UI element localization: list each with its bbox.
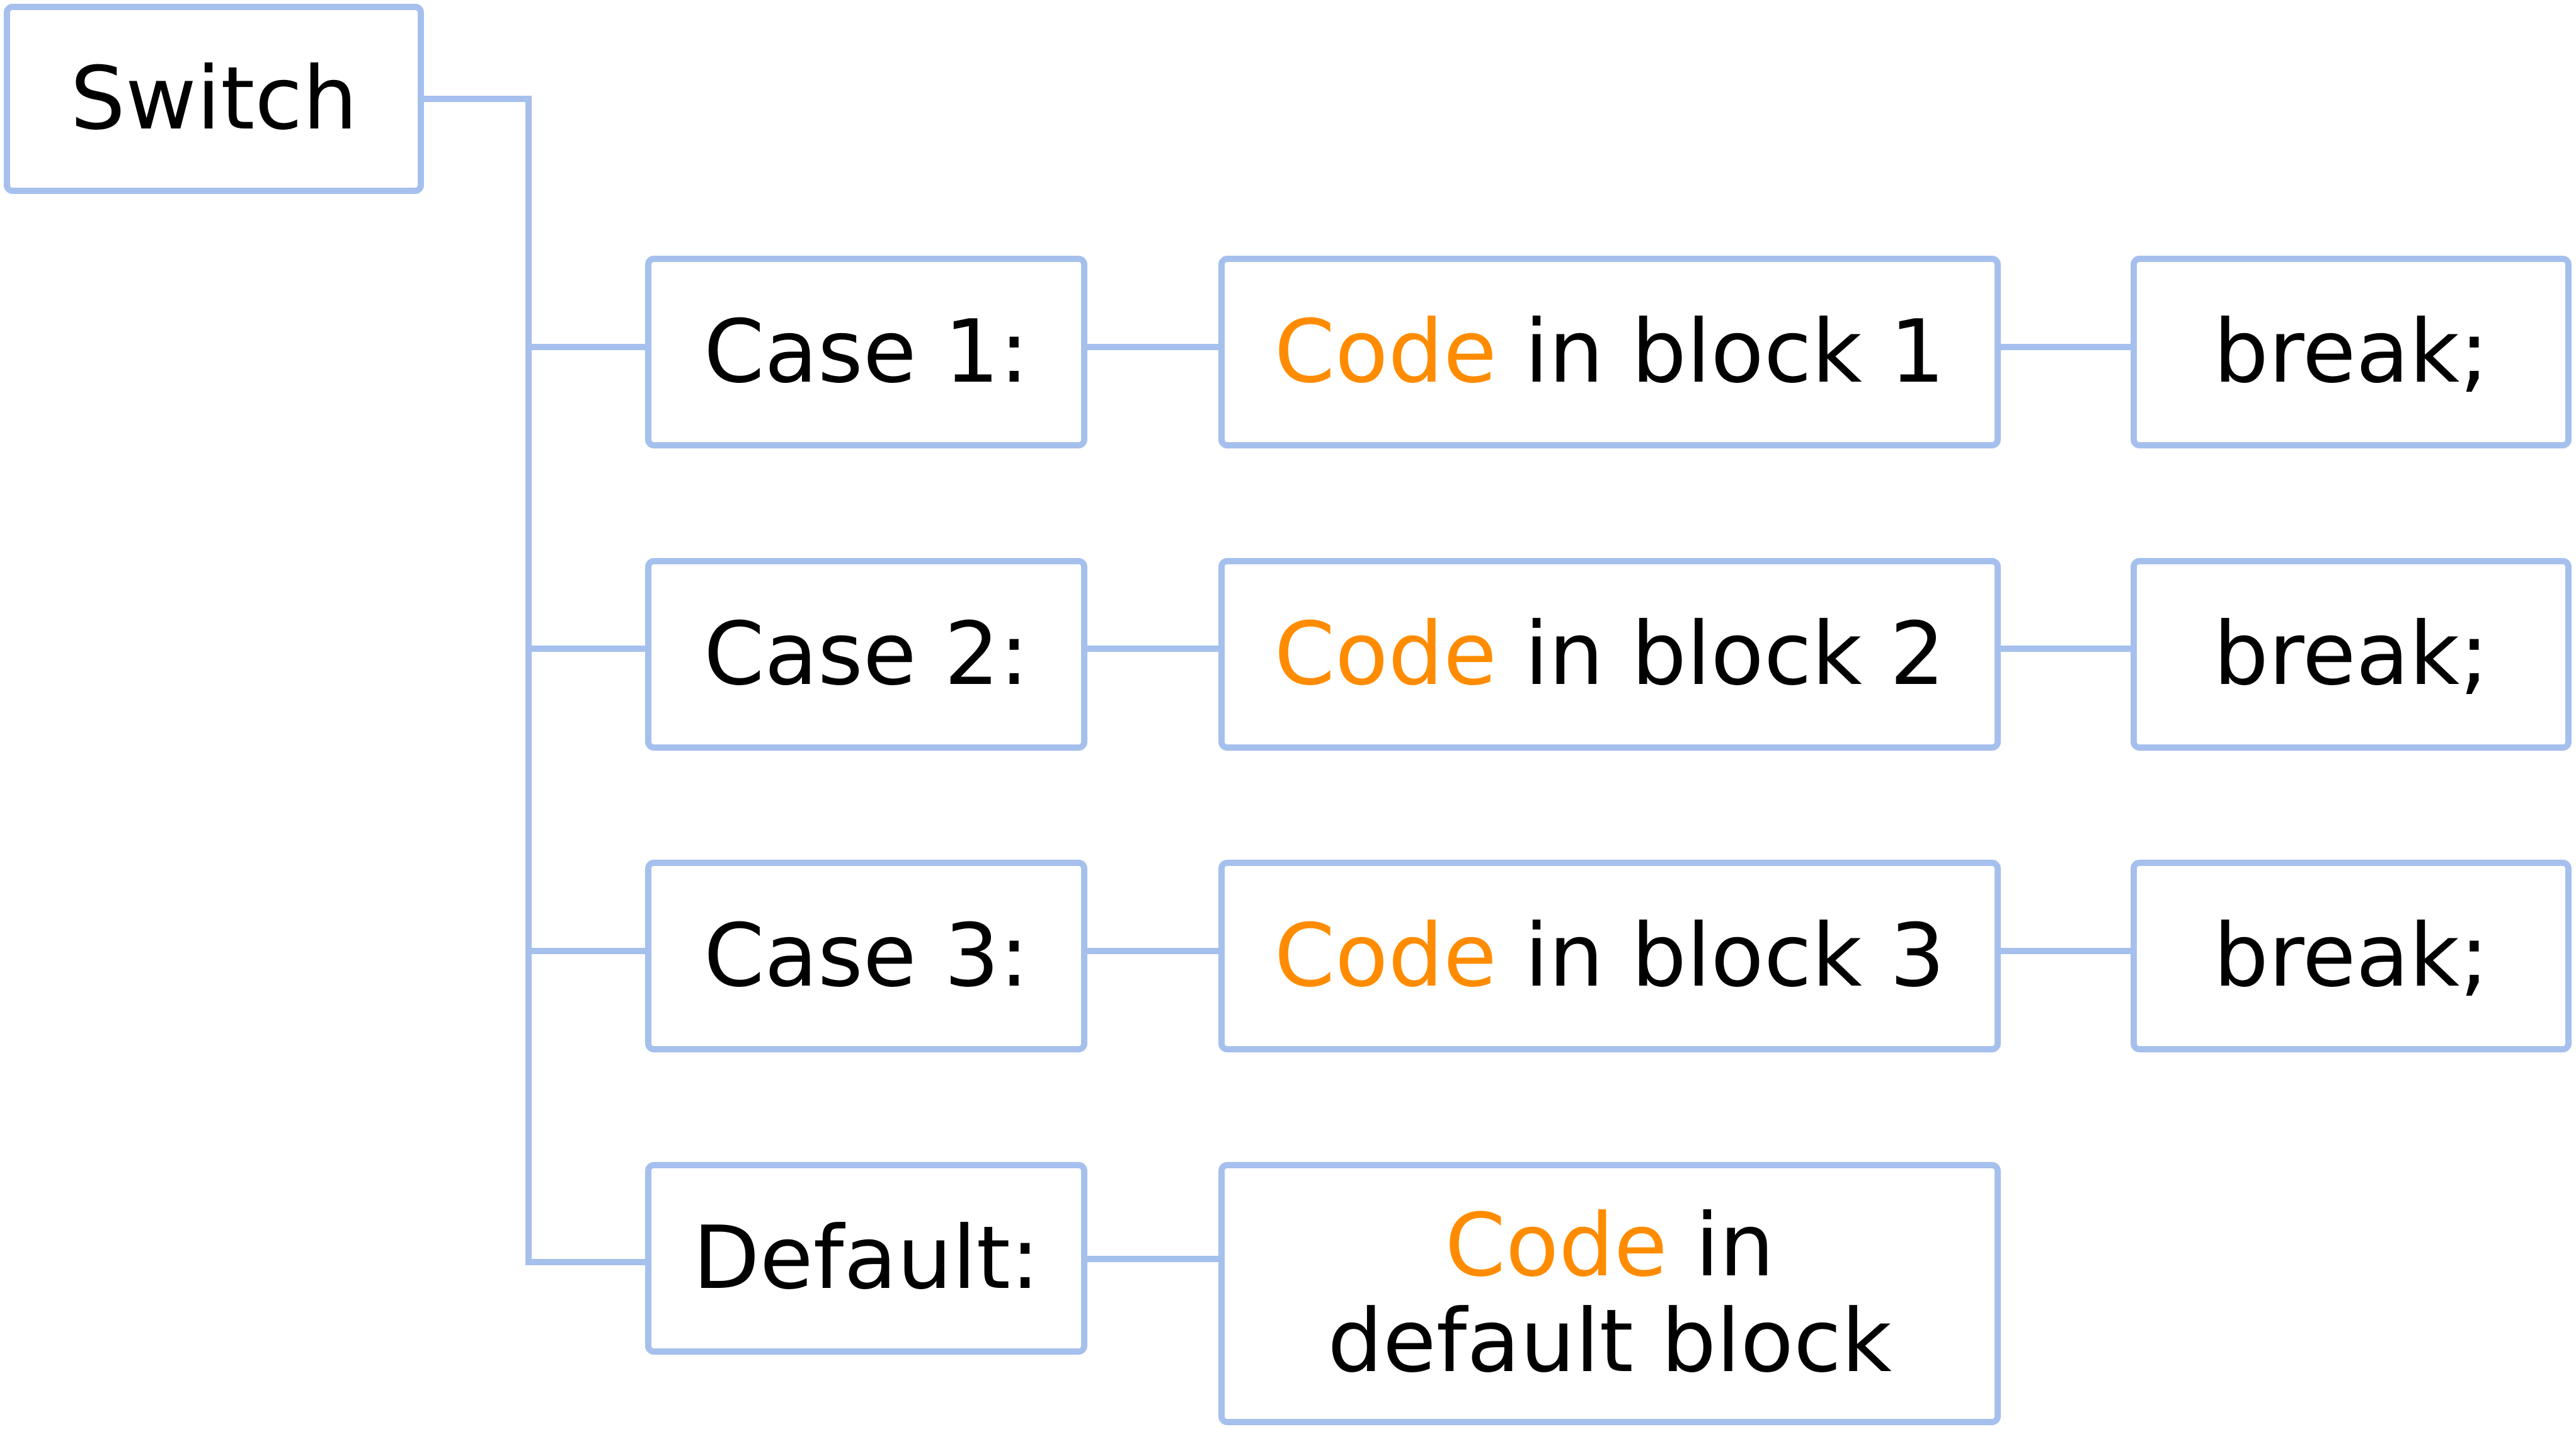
code-block-1-text: Code in block 1: [1274, 304, 1945, 400]
connector-case2-code2: [1087, 646, 1218, 652]
case-3-label: Case 3:: [704, 905, 1029, 1007]
code-default-block-text: Code in default block: [1295, 1198, 1925, 1389]
connector-trunk-case1: [532, 344, 645, 350]
code-default-block-rest: in default block: [1327, 1195, 1892, 1392]
connector-code3-break3: [2001, 948, 2131, 954]
code-block-1-node: Code in block 1: [1218, 256, 2001, 448]
code-default-block-node: Code in default block: [1218, 1162, 2001, 1425]
code-block-3-rest: in block 3: [1496, 905, 1945, 1007]
break-1-label: break;: [2213, 301, 2489, 403]
code-block-3-node: Code in block 3: [1218, 860, 2001, 1052]
connector-trunk-vertical: [525, 96, 532, 1265]
switch-label: Switch: [70, 48, 358, 150]
connector-code1-break1: [2001, 344, 2131, 350]
connector-trunk-default: [532, 1259, 645, 1265]
default-label: Default:: [692, 1207, 1040, 1309]
break-3-node: break;: [2131, 860, 2572, 1052]
break-2-label: break;: [2213, 603, 2489, 705]
switch-node: Switch: [4, 4, 424, 194]
case-3-node: Case 3:: [645, 860, 1087, 1052]
break-3-label: break;: [2213, 905, 2489, 1007]
default-node: Default:: [645, 1162, 1087, 1355]
code-keyword: Code: [1274, 603, 1497, 705]
code-keyword: Code: [1274, 301, 1497, 403]
case-1-node: Case 1:: [645, 256, 1087, 448]
connector-case3-code3: [1087, 948, 1218, 954]
code-keyword: Code: [1445, 1195, 1668, 1297]
code-block-2-text: Code in block 2: [1274, 606, 1945, 702]
connector-case1-code1: [1087, 344, 1218, 350]
case-2-label: Case 2:: [704, 603, 1029, 705]
case-2-node: Case 2:: [645, 558, 1087, 751]
code-keyword: Code: [1274, 905, 1497, 1007]
connector-trunk-case3: [532, 948, 645, 954]
case-1-label: Case 1:: [704, 301, 1029, 403]
code-block-1-rest: in block 1: [1496, 301, 1945, 403]
code-block-2-rest: in block 2: [1496, 603, 1945, 705]
connector-switch-horizontal: [424, 96, 532, 102]
connector-trunk-case2: [532, 646, 645, 652]
connector-code2-break2: [2001, 646, 2131, 652]
code-block-2-node: Code in block 2: [1218, 558, 2001, 751]
break-2-node: break;: [2131, 558, 2572, 751]
break-1-node: break;: [2131, 256, 2572, 448]
connector-default-code: [1087, 1256, 1218, 1262]
code-block-3-text: Code in block 3: [1274, 908, 1945, 1004]
